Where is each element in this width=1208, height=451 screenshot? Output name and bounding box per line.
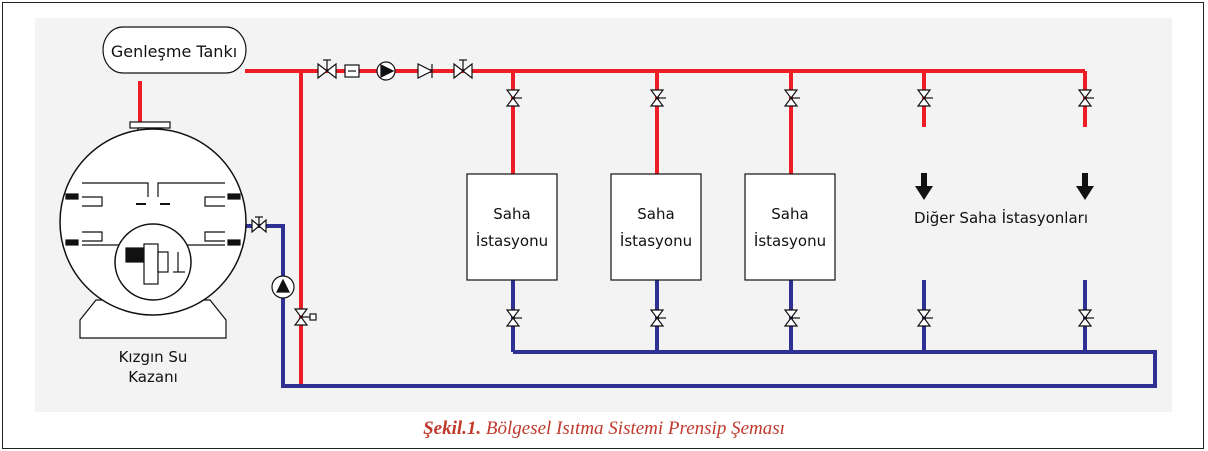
other-stations-label: Diğer Saha İstasyonları	[914, 208, 1088, 227]
caption-title: Bölgesel Isıtma Sistemi Prensip Şeması	[485, 418, 785, 439]
return-pump-arrow	[276, 278, 290, 293]
expansion-tank-shape	[102, 26, 247, 74]
return-pump	[271, 275, 295, 299]
caption-number: Şekil.1.	[423, 418, 482, 439]
return-main-pipe	[237, 224, 1157, 388]
boiler-shell	[59, 128, 247, 316]
other-arrow-2-shaft	[1082, 173, 1088, 188]
boiler-hinge-tl	[65, 193, 79, 200]
bypass-valve	[293, 308, 317, 326]
boiler-base	[79, 299, 227, 339]
supply-check-valve	[417, 63, 434, 79]
other-arrow-2-head	[1076, 186, 1094, 200]
boiler	[59, 121, 247, 339]
bypass-valve-handle	[309, 313, 317, 321]
field-station-2-label-line2: İstasyonu	[620, 231, 692, 250]
boiler-flue-lines	[82, 182, 225, 246]
expansion-tank: Genleşme Tankı	[102, 26, 247, 74]
boiler-hinge-tr	[227, 193, 241, 200]
boiler-hinge-bl	[65, 239, 79, 246]
field-station-3-label-line2: İstasyonu	[754, 231, 826, 250]
supply-pump-arrow	[380, 64, 395, 78]
field-station-2: Saha İstasyonu	[610, 173, 702, 281]
other-arrow-1-head	[915, 186, 933, 200]
figure-caption: Şekil.1. Bölgesel Isıtma Sistemi Prensip…	[0, 418, 1208, 440]
boiler-label-line1: Kızgın Su	[119, 348, 188, 366]
field-station-3-label-line1: Saha	[771, 205, 808, 223]
return-boiler-valve	[251, 216, 267, 234]
boiler-label-line2: Kazanı	[128, 368, 178, 386]
field-station-2-box	[610, 173, 702, 281]
field-station-1-label-line2: İstasyonu	[476, 231, 548, 250]
boiler-burner-body	[143, 243, 159, 285]
boiler-door-panels	[82, 196, 225, 242]
field-station-1-label-line1: Saha	[493, 205, 530, 223]
field-station-1: Saha İstasyonu	[466, 173, 558, 281]
branch-valves	[505, 89, 1094, 327]
boiler-top-flange	[129, 121, 171, 129]
field-station-3-box	[744, 173, 836, 281]
boiler-hinge-br	[227, 239, 241, 246]
field-station-3: Saha İstasyonu	[744, 173, 836, 281]
expansion-tank-label: Genleşme Tankı	[111, 42, 237, 61]
other-stations-arrows	[915, 173, 1094, 200]
field-station-2-label-line1: Saha	[637, 205, 674, 223]
other-arrow-1-shaft	[921, 173, 927, 188]
field-station-1-box	[466, 173, 558, 281]
supply-fittings	[317, 59, 473, 81]
boiler-burner-nozzle	[157, 251, 169, 273]
